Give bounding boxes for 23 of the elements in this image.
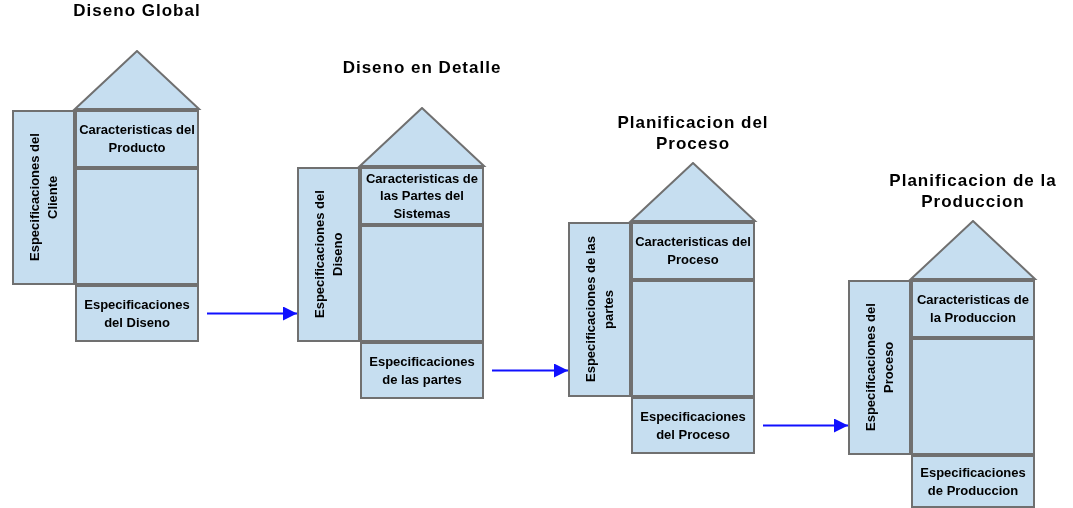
specification-column: Especificaciones de las partes (568, 222, 631, 397)
matrix-box (360, 225, 484, 342)
characteristics-box: Caracteristicas de la Produccion (911, 280, 1035, 338)
house-title: Diseno en Detalle (341, 57, 503, 79)
arrow (206, 306, 298, 321)
matrix-box (911, 338, 1035, 455)
characteristics-box: Caracteristicas del Proceso (631, 222, 755, 280)
matrix-box (75, 168, 199, 285)
specification-box: Especificaciones de las partes (360, 342, 484, 399)
specification-box: Especificaciones del Proceso (631, 397, 755, 454)
specification-column: Especificaciones del Proceso (848, 280, 911, 455)
house-title: Planificacion del Proceso (616, 112, 770, 155)
characteristics-box: Caracteristicas del Producto (75, 110, 199, 168)
characteristics-box: Caracteristicas de las Partes del Sistemas (360, 167, 484, 225)
arrow (762, 418, 849, 433)
specification-column: Especificaciones del Cliente (12, 110, 75, 285)
house-title: Diseno Global (72, 0, 202, 22)
matrix-box (631, 280, 755, 397)
specification-box: Especificaciones de Produccion (911, 455, 1035, 508)
specification-box: Especificaciones del Diseno (75, 285, 199, 342)
specification-column: Especificaciones del Diseno (297, 167, 360, 342)
house-title: Planificacion de la Produccion (888, 170, 1058, 213)
arrow (491, 363, 569, 378)
